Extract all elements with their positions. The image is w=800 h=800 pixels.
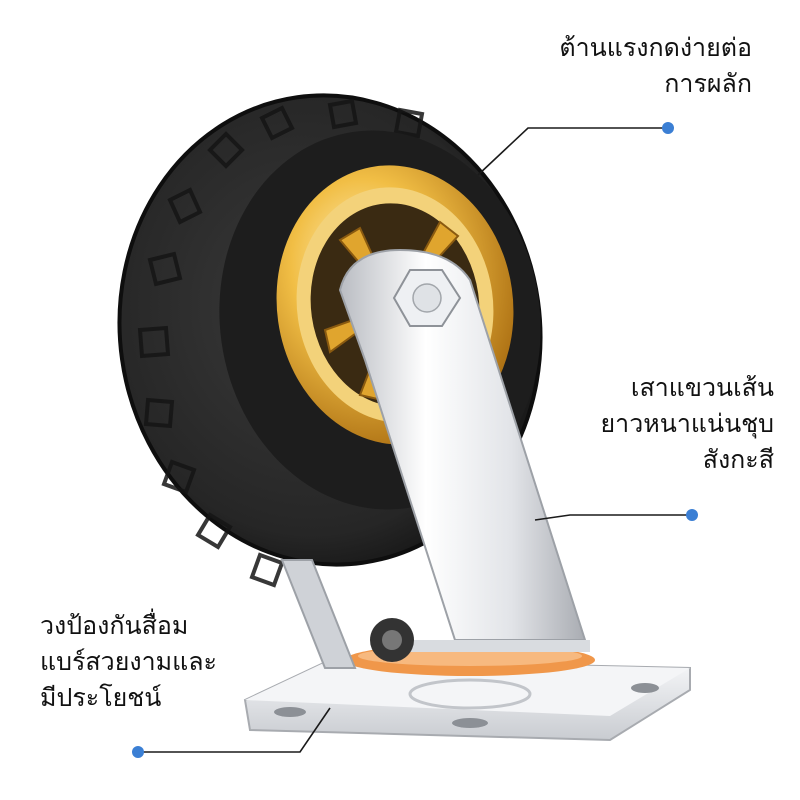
mounting-plate [243,658,691,742]
callout-bracket-line-1: เสาแขวนเส้น [630,373,774,402]
callout-bearing-line-2: แบร์สวยงามและ [40,647,217,676]
callout-dot-bracket [686,509,698,521]
callout-dot-bearing [132,746,144,758]
callout-dot-tire [662,122,674,134]
callout-line-bearing [132,707,331,758]
callout-tire-line-2: การผลัก [664,69,752,98]
callout-bearing-text: วงป้องกันสื่อม แบร์สวยงามและ มีประโยชน์ [40,608,280,716]
callout-tire-line-1: ต้านแรงกดง่ายต่อ [559,33,752,62]
callout-line-bracket [534,509,698,521]
callout-bearing-line-1: วงป้องกันสื่อม [40,611,189,640]
callout-bracket-text: เสาแขวนเส้น ยาวหนาแน่นชุบ สังกะสี [560,370,774,478]
zinc-plated-bracket [280,248,590,669]
callout-line-tire [477,122,674,176]
axle-nut [392,269,462,327]
callout-tire-text: ต้านแรงกดง่ายต่อ การผลัก [520,30,752,102]
callout-bearing-line-3: มีประโยชน์ [40,683,162,712]
callout-bracket-line-2: ยาวหนาแน่นชุบ [600,409,774,438]
callout-bracket-line-3: สังกะสี [702,445,774,474]
